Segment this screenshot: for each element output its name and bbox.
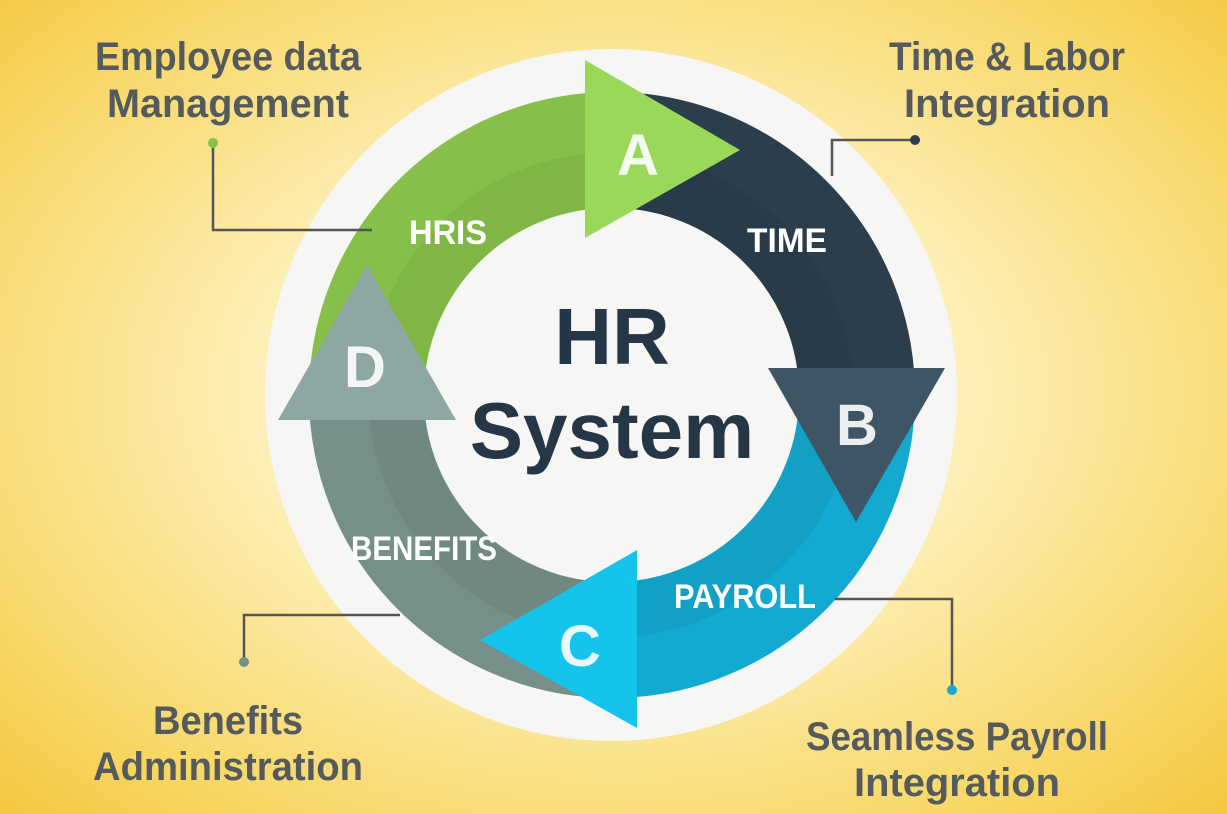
callout-payroll-line1: Seamless Payroll (806, 715, 1108, 759)
connector-benefits (242, 613, 400, 662)
connector-dot-time (910, 135, 920, 145)
callout-benefits-line2: Administration (93, 745, 363, 789)
center-title-line2: System (470, 386, 755, 475)
letter-d: D (344, 335, 386, 400)
arrowhead-d (278, 265, 456, 420)
segment-label-benefits: BENEFITS (351, 530, 497, 568)
letter-b: B (836, 393, 878, 458)
callout-time-line1: Time & Labor (889, 35, 1125, 79)
segment-label-payroll: PAYROLL (674, 578, 816, 616)
callout-payroll-line2: Integration (854, 761, 1060, 805)
arrowhead-c (480, 550, 637, 728)
callout-time-line2: Integration (904, 82, 1110, 126)
center-title-line1: HR (554, 292, 670, 381)
connector-dot-benefits (239, 657, 249, 667)
letter-c: C (559, 614, 601, 679)
connector-dot-hris (208, 138, 218, 148)
segment-label-time: TIME (747, 222, 827, 260)
callout-hris-line1: Employee data (95, 35, 362, 79)
connector-dot-payroll (947, 685, 957, 695)
arrowhead-b (768, 368, 945, 522)
segment-label-hris: HRIS (409, 214, 487, 252)
arrowhead-a (585, 60, 740, 238)
connector-payroll (835, 597, 954, 690)
connector-time (830, 138, 915, 176)
inner-disk (424, 208, 798, 582)
connector-hris (211, 143, 372, 232)
letter-a: A (617, 123, 659, 188)
callout-benefits-line1: Benefits (153, 699, 303, 743)
callout-hris-line2: Management (107, 82, 349, 126)
